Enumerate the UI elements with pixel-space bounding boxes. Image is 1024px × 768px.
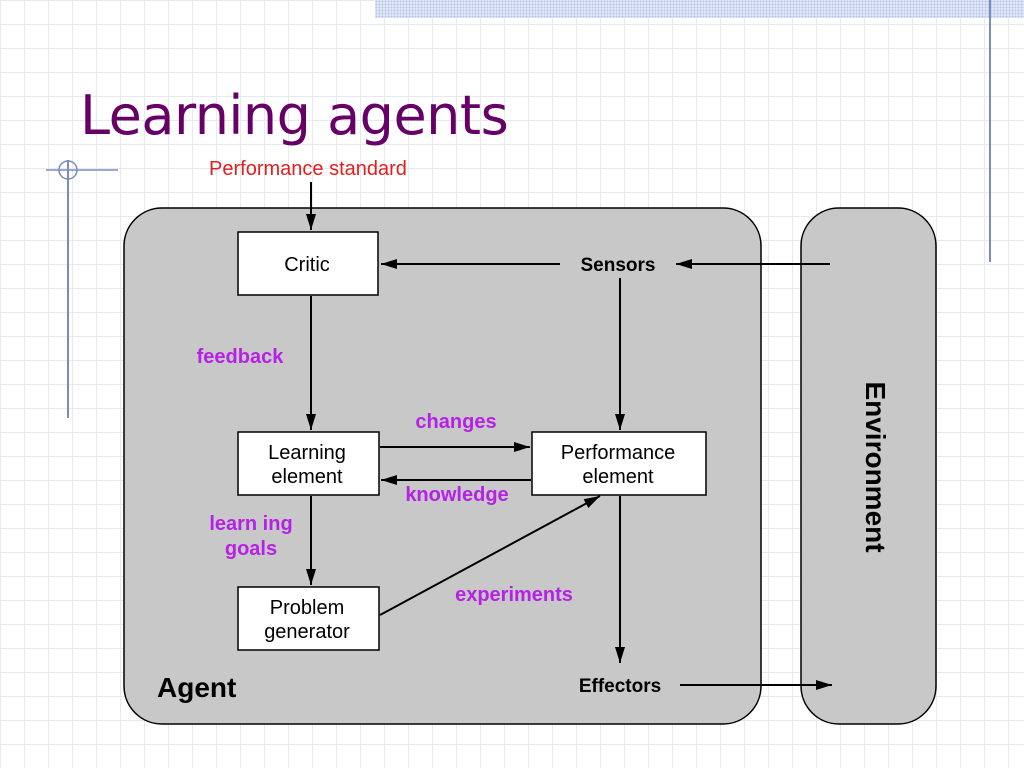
changes-label: changes (415, 411, 496, 433)
label-line: goals (225, 538, 277, 560)
label-line: Learning (268, 442, 346, 464)
environment-label: Environment (860, 381, 891, 552)
decorative-crosshair (46, 160, 118, 180)
sensors-label: Sensors (581, 255, 656, 276)
experiments-label: experiments (455, 584, 573, 606)
label-line: Critic (284, 254, 330, 276)
label-line: element (271, 466, 343, 488)
label-line: changes (415, 411, 496, 433)
feedback-label: feedback (197, 346, 285, 368)
knowledge-label: knowledge (405, 484, 508, 506)
decorative-right-line (989, 0, 991, 262)
label-line: knowledge (405, 484, 508, 506)
label-line: feedback (197, 346, 285, 368)
experiments-arrow (379, 495, 601, 616)
decorative-top-band (375, 0, 1024, 18)
label-line: learn ing (209, 513, 292, 535)
label-line: Problem (270, 597, 344, 619)
critic-label: Critic (284, 254, 330, 276)
agent-label: Agent (157, 672, 236, 703)
label-line: experiments (455, 584, 573, 606)
decorative-left-line (67, 160, 69, 418)
slide-title: Learning agents (80, 84, 509, 147)
label-line: Performance (561, 442, 676, 464)
label-line: element (582, 466, 654, 488)
effectors-label: Effectors (579, 676, 661, 697)
label-line: generator (264, 621, 350, 643)
performance-standard-label: Performance standard (209, 158, 407, 180)
environment-panel (800, 207, 937, 725)
critic-box: Critic (237, 231, 379, 296)
learning-goals-label: learn ing goals (209, 513, 292, 560)
